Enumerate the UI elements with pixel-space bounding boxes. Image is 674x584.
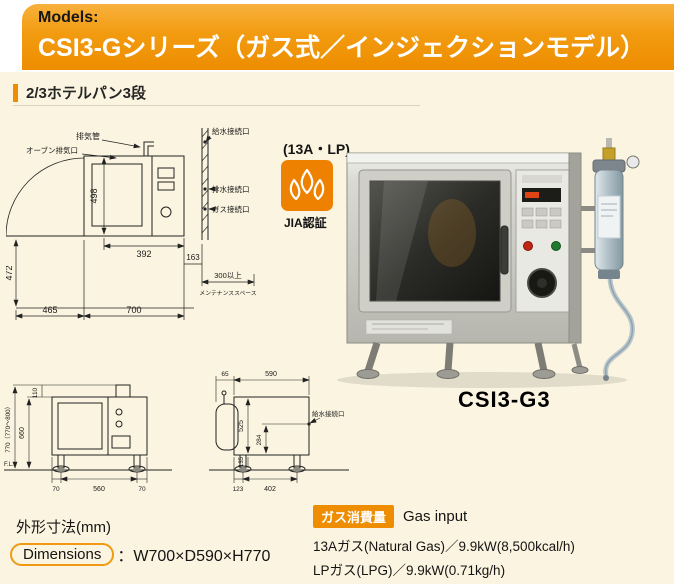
dim-side-leg-span: 402 [264,486,276,493]
dimensions-value: ：W700×D590×H770 [117,548,271,565]
dim-depth: 590 [265,371,277,378]
models-label: Models: [38,9,99,26]
dim-side-body-height: 525 [238,420,245,432]
label-maintenance-space: メンテナンススペース [199,290,256,297]
lp-gas-spec: LPガス(LPG)／9.9kW(0.71kg/h) [313,563,506,578]
oven-outline [6,141,194,309]
door-handle [500,225,509,275]
dimensions-note: 外形寸法(mm) Dimensions ：W700×D590×H770 [10,516,270,566]
legs [356,341,589,379]
dim-inner-height: 498 [89,188,99,203]
pan-spec-label: 2/3ホテルパン3段 [26,85,146,102]
pan-spec-heading: 2/3ホテルパン3段 [13,82,146,103]
label-side-water-inlet: 給水接続口 [312,409,345,418]
wall-section [201,128,209,240]
dim-body-height: 660 [19,427,26,439]
dim-left-offset: 70 [52,486,60,493]
dim-right-offset: 70 [138,486,146,493]
label-gas-inlet: ガス接続口 [212,204,250,214]
dim-front-offset: 123 [233,486,244,493]
dimension-lines [13,135,255,320]
dim-inner-width: 392 [136,249,151,259]
floor-level-label: F.L. [4,462,14,468]
product-model-label: CSI3-G3 [458,387,551,412]
dim-rear-gap: 163 [186,253,200,262]
gas-input-label-en: Gas input [403,508,468,525]
installation-diagram: 排気管 オーブン排気口 給水接続口 排水接続口 ガス接続口 メンテナンススペース… [6,126,257,320]
product-photo [337,138,640,388]
label-drain: 排水接続口 [212,184,250,194]
connection-points [203,140,207,211]
jia-certification-mark [281,160,333,211]
series-title: CSI3-Gシリーズ（ガス式／インジェクションモデル） [38,34,646,62]
dimension-views: 110 770（770〜800） 660 F.L. 70 560 70 65 5… [4,371,349,493]
dim-top-section: 110 [32,387,39,398]
floor-shadow [337,372,627,388]
dim-front-space: 465 [42,305,57,315]
front-view-outline [4,384,172,473]
gas-types-label: (13A・LP) [283,141,350,157]
jia-label: JIA認証 [284,216,327,230]
dimensions-label-jp: 外形寸法(mm) [16,519,111,536]
dimension-lines [12,376,321,483]
dim-leg-span: 560 [93,486,105,493]
control-panel [515,169,570,313]
gas-input-badge: ガス消費量 [313,505,395,528]
dimensions-label-en: Dimensions [10,542,115,566]
label-exhaust-pipe: 排気管 [76,131,100,141]
side-view-outline [209,390,349,473]
flame-icon [289,168,325,200]
dim-inlet-height: 284 [256,434,263,445]
water-filter-unit [568,138,640,381]
dim-width: 700 [126,305,141,315]
dim-side-space: 300以上 [214,271,242,280]
dim-leg-height: 135 [239,456,245,467]
gas-input-note: ガス消費量 Gas input 13Aガス(Natural Gas)／9.9kW… [313,505,575,579]
dim-overall-height: 770（770〜800） [5,403,12,453]
water-inlet-point [307,422,311,426]
orange-bar-icon [13,83,18,102]
dim-door-clearance: 472 [6,265,14,280]
dim-rear-offset: 65 [221,371,229,378]
label-oven-exhaust: オーブン排気口 [26,145,78,155]
label-water-inlet: 給水接続口 [212,126,250,136]
heading-rule [13,105,420,106]
natural-gas-spec: 13Aガス(Natural Gas)／9.9kW(8,500kcal/h) [313,539,575,554]
models-header: Models: CSI3-Gシリーズ（ガス式／インジェクションモデル） [22,4,674,70]
